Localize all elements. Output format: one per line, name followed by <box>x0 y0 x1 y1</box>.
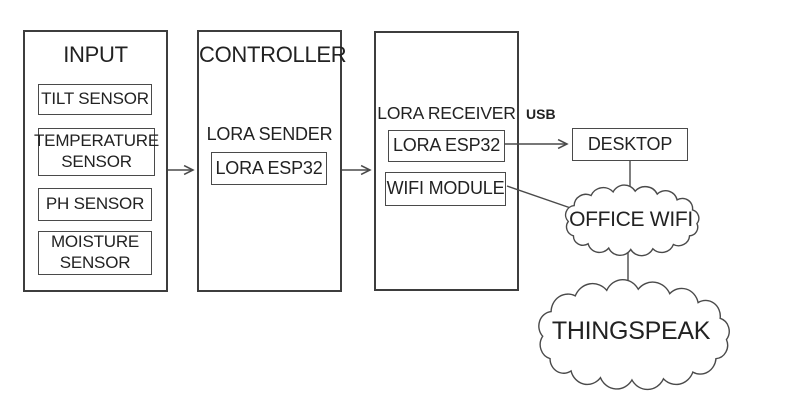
lora-receiver-label: LORA RECEIVER <box>377 103 516 123</box>
ph-sensor-box: PH SENSOR <box>38 188 152 221</box>
office-wifi-label: OFFICE WIFI <box>569 208 693 231</box>
input-title: INPUT <box>63 42 128 67</box>
receiver-group-box: LORA RECEIVER LORA ESP32 WIFI MODULE <box>374 31 519 291</box>
tilt-sensor-box: TILT SENSOR <box>38 84 152 115</box>
desktop-box: DESKTOP <box>572 128 688 161</box>
lora-esp32-sender-label: LORA ESP32 <box>215 157 323 178</box>
lora-sender-label: LORA SENDER <box>206 124 333 144</box>
desktop-label: DESKTOP <box>587 134 673 154</box>
office-wifi-cloud <box>558 184 705 256</box>
input-group-box: INPUT TILT SENSOR TEMPERATURE SENSOR PH … <box>23 30 168 292</box>
lora-esp32-receiver-box: LORA ESP32 <box>388 130 505 162</box>
tilt-sensor-label: TILT SENSOR <box>41 89 149 109</box>
temperature-sensor-label: TEMPERATURE SENSOR <box>34 131 159 171</box>
controller-title: CONTROLLER <box>199 42 347 67</box>
usb-label: USB <box>526 106 556 122</box>
thingspeak-cloud-shape <box>539 280 729 390</box>
thingspeak-label: THINGSPEAK <box>551 317 711 345</box>
office-wifi-cloud-shape <box>566 185 699 256</box>
thingspeak-cloud <box>528 278 738 390</box>
wifi-module-label: WIFI MODULE <box>386 178 505 199</box>
controller-group-box: CONTROLLER LORA SENDER LORA ESP32 <box>197 30 347 292</box>
moisture-sensor-label: MOISTURE SENSOR <box>50 232 140 272</box>
temperature-sensor-box: TEMPERATURE SENSOR <box>34 128 159 176</box>
ph-sensor-label: PH SENSOR <box>45 194 145 214</box>
wifi-module-box: WIFI MODULE <box>385 172 506 206</box>
lora-esp32-receiver-label: LORA ESP32 <box>392 135 501 156</box>
lora-esp32-sender-box: LORA ESP32 <box>211 152 327 185</box>
moisture-sensor-box: MOISTURE SENSOR <box>38 231 152 275</box>
